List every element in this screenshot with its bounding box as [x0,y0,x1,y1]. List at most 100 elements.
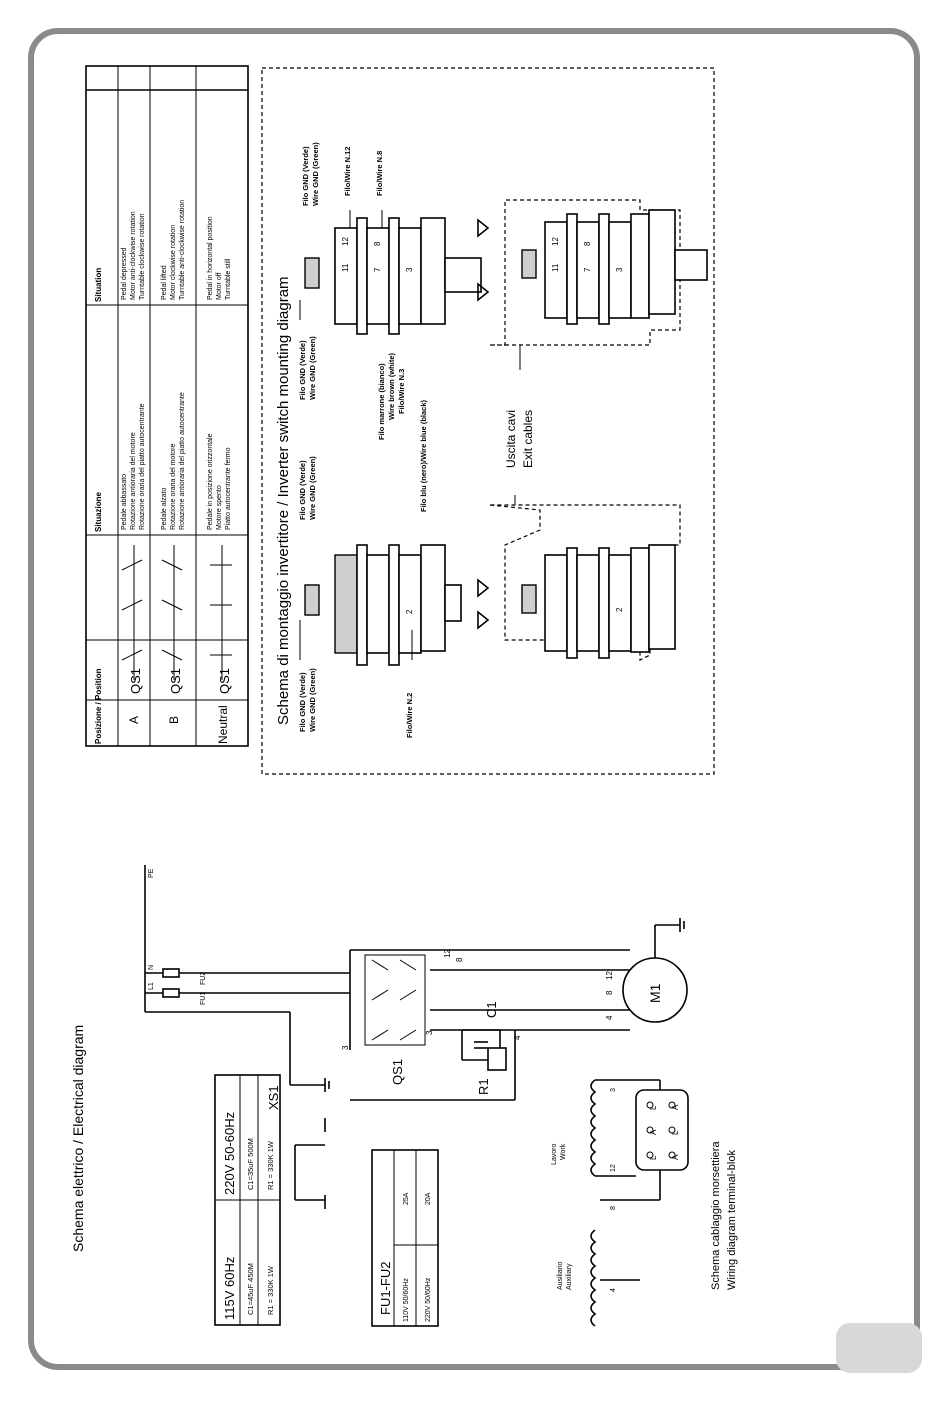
row-a-it-1: Pedale abbassato [121,474,128,530]
gnd-mid-it: Filo GND (Verde) [298,460,307,520]
mounting-diagram: Schema di montaggio invertitore / Invert… [261,67,715,775]
wire4-label: 4 [605,1015,614,1020]
row-n-en-2: Motor off [216,272,223,300]
wire-brown-it: Filo marrone (bianco) [377,363,386,440]
fuse-r1c2: 25A [403,1192,410,1205]
fuse-r2c2: 20A [425,1192,432,1205]
terminal-caption-1: Schema cablaggio morsettiera [710,1141,722,1290]
page-frame [28,28,920,1370]
row-a-en-1: Pedal depressed [121,247,128,300]
wire12b-label: 12 [443,949,452,958]
gnd-right-en: Wire GND (Green) [311,142,320,206]
contact-sketches [121,545,232,680]
term-n4: 4 [610,1288,617,1292]
b12: 12 [551,237,560,246]
t7: 7 [373,267,382,272]
row-b-switch: QS1 [168,668,183,694]
row-b-it-3: Rotazione antioraria del piatto autocent… [179,392,186,530]
b3: 3 [615,267,624,272]
wire-3: Filo/Wire N.3 [397,369,406,414]
gnd-left-en: Wire GND (Green) [308,668,317,732]
capacitor-resistor [461,1029,507,1071]
b8: 8 [583,241,592,246]
electrical-title: Schema elettrico / Electrical diagram [70,1025,86,1252]
gnd-center-en: Wire GND (Green) [308,336,317,400]
exit-cables-en: Exit cables [521,410,535,468]
t11: 11 [341,263,350,272]
t3: 3 [405,267,414,272]
row-n-it-2: Motore spento [216,485,223,530]
row-a-en-3: Turntable clockwise rotation [139,213,146,300]
fuse-table: FU1-FU2 110V 50/60Hz 25A 220V 50/60Hz 20… [371,1149,439,1327]
row-b-en-2: Motor clockwise rotation [170,225,177,300]
spec-h1: 115V 60Hz [222,1257,237,1320]
b2: 2 [615,607,624,612]
spec-table: 115V 60Hz 220V 50-60Hz C1=45uF 450M C1=3… [214,1074,281,1326]
switch-bottom-right: 11 12 7 8 3 [521,209,708,325]
aux-en: Auxiliary [566,1263,573,1290]
fuse-r2c1: 220V 50/60Hz [425,1277,432,1322]
term-l3: L [671,1130,680,1135]
row-a-it-2: Rotazione antioraria del motore [130,432,137,530]
term-n8: 8 [610,1206,617,1210]
wire3-label: 3 [341,1045,350,1050]
gnd-mid-en: Wire GND (Green) [308,456,317,520]
aux-it: Ausiliario [557,1261,564,1290]
row-b-it-1: Pedale alzato [161,487,168,530]
fu2-label: FU2 [200,972,207,985]
t12: 12 [341,237,350,246]
wire8b-label: 8 [455,957,464,962]
work-en: Work [560,1143,567,1160]
term-a2: A [671,1104,680,1110]
spec-h2: 220V 50-60Hz [222,1112,237,1195]
exit-cables-it: Uscita cavi [504,410,518,468]
term-a1: A [649,1129,658,1135]
position-table: Posizione / Position Situazione Situatio… [85,65,249,747]
term-l2: L [649,1155,658,1160]
c1-label: C1 [484,1001,499,1018]
m1-label: M1 [647,983,663,1003]
qs1-label: QS1 [390,1059,405,1085]
wire8-label: 8 [605,990,614,995]
work-it: Lavoro [551,1143,558,1165]
spec-r1c1: C1=45uF 450M [246,1263,255,1315]
fuse-r1c1: 110V 50/60Hz [403,1278,410,1322]
col-situation: Situation [94,268,103,302]
t2: 2 [405,609,414,614]
row-a-pos: A [127,716,141,724]
term-n12: 12 [610,1164,617,1172]
row-b-it-2: Rotazione oraria del motore [170,444,177,530]
row-a-it-3: Rotazione oraria del piatto autocentrant… [139,403,146,530]
wire-8: Filo/Wire N.8 [375,151,384,196]
row-b-en-1: Pedal lifted [161,265,168,300]
switch-top-left [304,544,490,666]
terminal-block: L A L A L A 12 3 8 4 Lavoro Work Ausilia… [551,1079,738,1327]
wire-2: Filo/Wire N.2 [405,693,414,738]
row-n-pos: Neutral [216,705,230,744]
term-n3: 3 [610,1088,617,1092]
term-l1: L [649,1105,658,1110]
wire12-label: 12 [605,971,614,980]
supply-lines [144,865,688,1101]
r1-label: R1 [476,1078,491,1095]
wire-12: Filo/Wire N.12 [343,146,352,196]
fuse-header: FU1-FU2 [378,1262,393,1315]
t8: 8 [373,241,382,246]
b11: 11 [551,263,560,272]
n-label: N [148,965,155,970]
page-number-badge [836,1323,922,1373]
pe-label: PE [148,868,155,878]
switch-top-right: 11 12 7 8 3 2 [304,217,490,614]
row-a-en-2: Motor anti-clockwise rotation [130,211,137,300]
wire-blue: Filo blu (nero)/Wire blue (black) [419,399,428,512]
fu1-label: FU1 [200,992,207,1005]
col-situazione: Situazione [94,491,103,532]
electrical-diagram: Schema elettrico / Electrical diagram 11… [70,865,738,1327]
gnd-left-it: Filo GND (Verde) [298,672,307,732]
col-position: Posizione / Position [94,668,103,744]
row-n-en-1: Pedal in horizontal position [207,216,214,300]
mounting-title: Schema di montaggio invertitore / Invert… [275,276,292,725]
row-b-en-3: Turntable anti-clockwise rotation [179,200,186,300]
switch-bottom-left: 2 [521,544,676,659]
